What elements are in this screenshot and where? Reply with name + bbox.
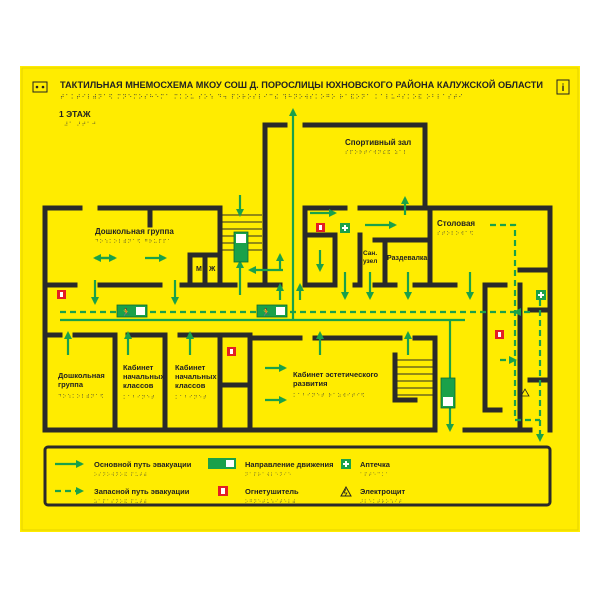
braille-label: ⠵⠁⠏⠁⠎⠝⠕⠯ ⠏⠥⠞⠾ (94, 499, 148, 505)
legend-first-aid: Аптечка (360, 460, 391, 469)
braille-label: ⠙⠕⠱⠅⠕⠇⠾⠝⠁⠫ (58, 393, 105, 400)
electrical-panel-icon (520, 388, 530, 397)
room-cloakroom: Раздевалка (387, 255, 427, 262)
svg-text:🏃: 🏃 (261, 307, 271, 317)
legend-spare-route: Запасной путь эвакуации (94, 487, 190, 496)
room-preschool-lower-2: группа (58, 380, 84, 389)
stairs-lower (397, 359, 433, 396)
first-aid-icon (536, 290, 546, 300)
room-canteen: Столовая (437, 219, 475, 228)
room-uzel: узел (363, 258, 377, 265)
room-preschool-lower-1: Дошкольная (58, 371, 105, 380)
info-icon: i (556, 79, 570, 95)
room-cab1-2: начальных (123, 372, 165, 381)
braille-label: ⠕⠛⠝⠑⠞⠥⠱⠊⠞⠑⠇⠾ (245, 499, 297, 505)
room-aesthetic-2: развития (293, 379, 327, 388)
legend-extinguisher-icon (218, 486, 228, 496)
board-border (21, 67, 579, 531)
room-cab2-2: начальных (175, 372, 217, 381)
legend-electrical-icon (340, 485, 352, 497)
emergency-exit-icon: 🏃 (116, 304, 148, 318)
braille-label: ⠎⠞⠕⠇⠕⠺⠁⠫ (437, 231, 474, 237)
room-aesthetic-1: Кабинет эстетического (293, 370, 379, 379)
emergency-exit-icon (233, 231, 249, 263)
room-cab2-1: Кабинет (175, 363, 206, 372)
svg-text:🏃: 🏃 (121, 307, 131, 317)
braille-label: ⠙⠕⠱⠅⠕⠇⠾⠝⠁⠫ ⠛⠗⠥⠏⠏⠁ (95, 238, 172, 245)
room-sport-hall: Спортивный зал (345, 138, 411, 147)
first-aid-icon (340, 223, 350, 233)
legend-first-aid-icon (341, 459, 351, 469)
legend-electrical: Электрощит (360, 487, 406, 496)
legend-extinguisher: Огнетушитель (245, 487, 299, 496)
legend: Основной путь эвакуации ⠕⠎⠝⠕⠺⠝⠕⠯ ⠏⠥⠞⠾ На… (43, 445, 552, 507)
legend-direction: Направление движения (245, 460, 334, 469)
legend-direction-icon (208, 458, 236, 469)
room-preschool-top: Дошкольная группа (95, 227, 174, 236)
room-zh: Ж (208, 266, 216, 273)
floor-braille: ⠼⠁ ⠜⠞⠁⠚ (64, 121, 97, 128)
braille-label: ⠅⠁⠃⠊⠝⠑⠞ (123, 394, 156, 401)
svg-text:i: i (562, 83, 565, 94)
braille-dots-icon (32, 81, 48, 93)
room-cab1-3: классов (123, 381, 154, 390)
braille-label: ⠜⠇⠑⠅⠞⠗⠕⠱⠊⠞ (360, 499, 403, 505)
braille-label: ⠁⠏⠞⠑⠉⠅⠁ (360, 472, 390, 478)
braille-label: ⠕⠎⠝⠕⠺⠝⠕⠯ ⠏⠥⠞⠾ (94, 472, 148, 478)
main-evacuation-routes (60, 108, 474, 432)
building-walls (42, 122, 553, 433)
legend-main-route: Основной путь эвакуации (94, 460, 192, 469)
title-braille: ⠞⠁⠅⠞⠊⠇⠾⠝⠁⠫ ⠍⠝⠑⠍⠕⠎⠓⠑⠍⠁ ⠍⠅⠕⠥ ⠎⠕⠱ ⠙⠲ ⠏⠕⠗⠕⠎⠇… (60, 94, 464, 101)
room-cab2-3: классов (175, 381, 206, 390)
fire-extinguisher-icon (316, 223, 325, 232)
braille-label: ⠝⠁⠏⠗⠁⠺⠇⠑⠝⠊⠑ (245, 472, 292, 478)
fire-extinguisher-icon (495, 330, 504, 339)
braille-label: ⠎⠏⠕⠗⠞⠊⠺⠝⠮⠯ ⠵⠁⠇ (345, 149, 408, 156)
room-san: Сан. (363, 250, 377, 257)
plan-title: ТАКТИЛЬНАЯ МНЕМОСХЕМА МКОУ СОШ Д. ПОРОСЛ… (60, 79, 543, 90)
braille-label: ⠅⠁⠃⠊⠝⠑⠞ ⠗⠁⠵⠺⠊⠞⠊⠫ (293, 392, 366, 399)
emergency-exit-icon (440, 377, 456, 409)
floor-label: 1 ЭТАЖ (59, 109, 91, 119)
fire-extinguisher-icon (227, 347, 236, 356)
emergency-exit-icon: 🏃 (256, 304, 288, 318)
fire-extinguisher-icon (57, 290, 66, 299)
braille-label: ⠅⠁⠃⠊⠝⠑⠞ (175, 394, 208, 401)
room-cab1-1: Кабинет (123, 363, 154, 372)
room-m: М (196, 266, 202, 273)
